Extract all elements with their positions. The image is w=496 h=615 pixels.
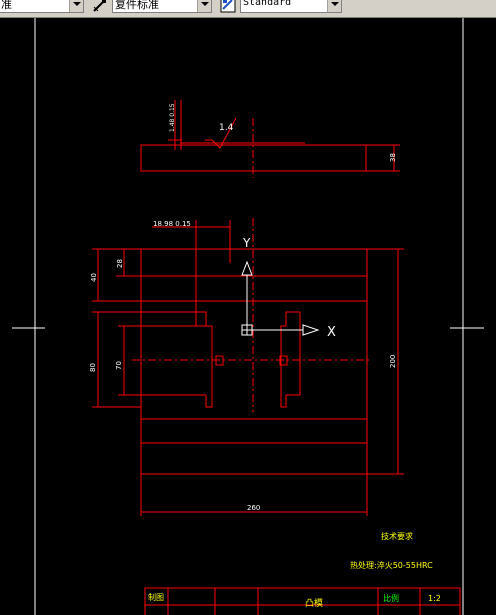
chevron-down-icon[interactable]	[197, 0, 211, 12]
bottom-dim-label: 260	[247, 504, 260, 512]
left-dim-mid-b: 70	[115, 361, 123, 370]
horizontal-dim-label: 18.98 0.15	[153, 220, 191, 228]
ucs-y-label: Y	[242, 236, 251, 250]
title-cell-scale-label: 比例	[383, 593, 399, 603]
drawing-canvas[interactable]: 1.4 1.48 0.15 38	[0, 18, 496, 615]
title-cell-name: 凸模	[305, 598, 323, 609]
table-style-value: Standard	[243, 0, 292, 8]
styles-toolbar: 准 复件标准 Standard	[0, 0, 496, 18]
top-tolerance-label: 1.48 0.15	[169, 103, 176, 132]
main-plan-view	[92, 220, 404, 516]
ucs-icon	[241, 260, 320, 336]
roughness-value: 1.4	[219, 123, 234, 133]
title-cell-draw: 制图	[148, 592, 164, 602]
dim-style-combo[interactable]: 复件标准	[112, 0, 212, 13]
text-style-combo[interactable]: 准	[0, 0, 84, 13]
tech-req-title: 技术要求	[381, 531, 413, 541]
left-dim-mid-a: 80	[89, 363, 97, 372]
ucs-x-label: X	[327, 325, 336, 340]
dim-style-value: 复件标准	[115, 0, 159, 11]
chevron-down-icon[interactable]	[69, 0, 83, 12]
top-part-view	[140, 100, 400, 172]
text-style-value: 准	[1, 0, 12, 11]
left-dim-inner: 28	[116, 259, 124, 268]
title-cell-scale-value: 1:2	[428, 594, 441, 603]
left-dim-outer: 40	[90, 273, 98, 282]
title-block	[144, 587, 461, 615]
right-dim-label: 200	[389, 355, 397, 368]
chevron-down-icon[interactable]	[327, 0, 341, 12]
dimension-style-icon[interactable]	[92, 0, 108, 13]
viewport-lines	[12, 18, 484, 615]
table-style-combo[interactable]: Standard	[240, 0, 342, 13]
top-right-dim: 38	[389, 153, 397, 162]
table-style-icon[interactable]	[220, 0, 236, 13]
tech-req-line: 热处理:淬火50-55HRC	[350, 560, 433, 570]
